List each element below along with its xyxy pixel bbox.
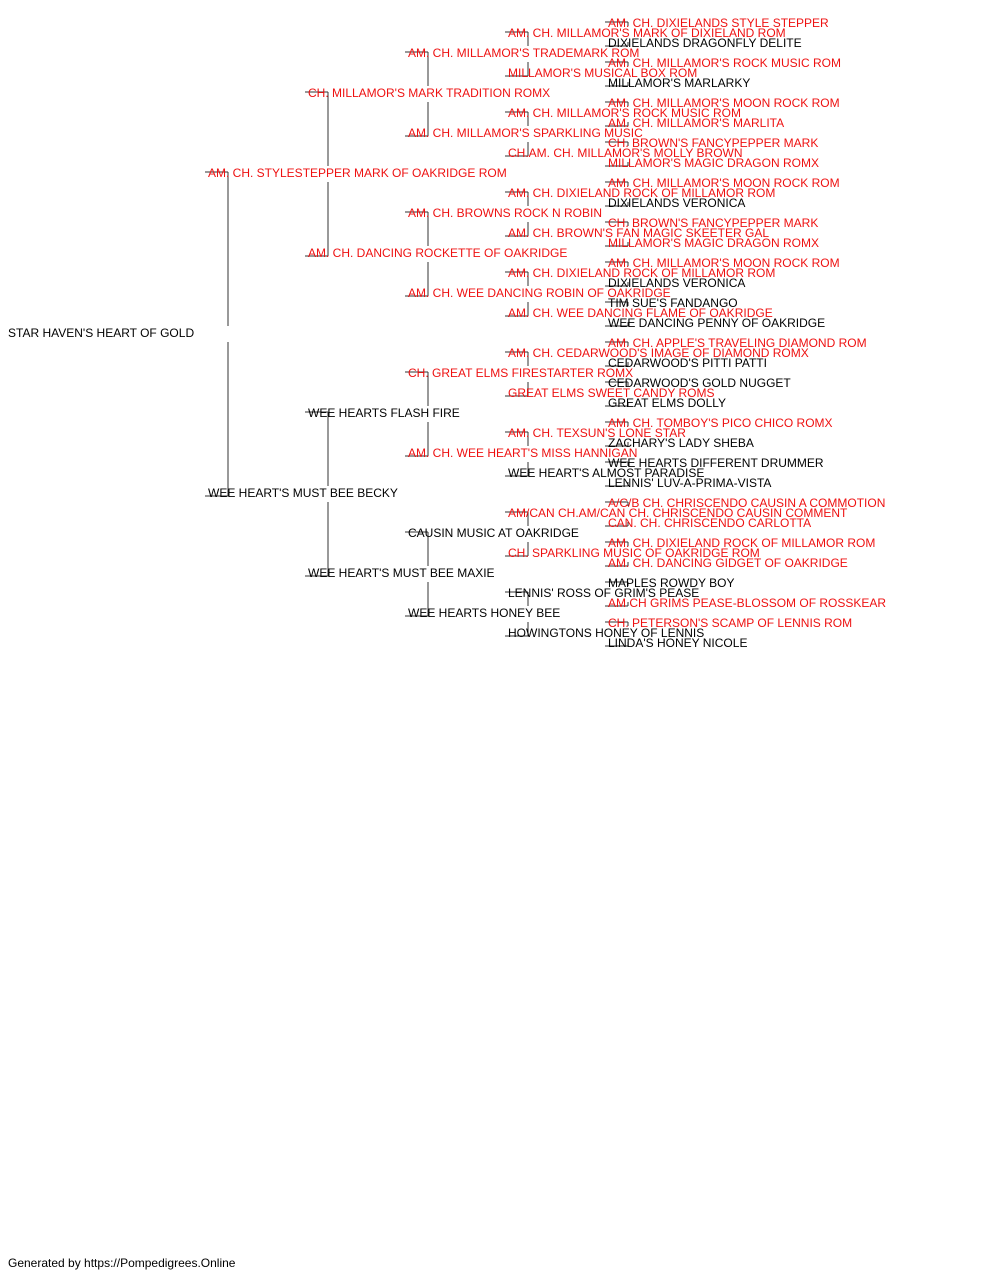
dog-name-gen-5: MAPLES ROWDY BOY	[608, 576, 734, 590]
dog-name-gen-4: AM. CH. DIXIELAND ROCK OF MILLAMOR ROM	[508, 266, 775, 280]
dog-name-gen-4: GREAT ELMS SWEET CANDY ROMS	[508, 386, 714, 400]
dog-name-gen-3: AM. CH. MILLAMOR'S SPARKLING MUSIC	[408, 126, 643, 140]
generated-by-footer: Generated by https://Pompedigrees.Online	[8, 1256, 236, 1270]
dog-name-gen-4: AM. CH. BROWN'S FAN MAGIC SKEETER GAL	[508, 226, 769, 240]
dog-name-gen-5: AM. CH. APPLE'S TRAVELING DIAMOND ROM	[608, 336, 867, 350]
dog-name-gen-5: AM. CH. DIXIELAND ROCK OF MILLAMOR ROM	[608, 536, 875, 550]
dog-name-gen-3: CH. GREAT ELMS FIRESTARTER ROMX	[408, 366, 633, 380]
dog-name-gen-1: WEE HEART'S MUST BEE BECKY	[208, 486, 398, 500]
dog-name-gen-5: AM. CH. MILLAMOR'S MARLITA	[608, 116, 784, 130]
dog-name-gen-3: WEE HEARTS HONEY BEE	[408, 606, 560, 620]
dog-name-gen-4: AM. CH. CEDARWOOD'S IMAGE OF DIAMOND ROM…	[508, 346, 809, 360]
dog-name-gen-4: AM. CH. MILLAMOR'S MARK OF DIXIELAND ROM	[508, 26, 786, 40]
dog-name-gen-4: CH. SPARKLING MUSIC OF OAKRIDGE ROM	[508, 546, 760, 560]
dog-name-gen-4: HOWINGTONS HONEY OF LENNIS	[508, 626, 704, 640]
dog-name-gen-4: AM/CAN CH.AM/CAN CH. CHRISCENDO CAUSIN C…	[508, 506, 848, 520]
dog-name-gen-5: CH. BROWN'S FANCYPEPPER MARK	[608, 216, 818, 230]
dog-name-gen-4: MILLAMOR'S MUSICAL BOX ROM	[508, 66, 697, 80]
dog-name-gen-5: AM. CH. MILLAMOR'S MOON ROCK ROM	[608, 96, 840, 110]
dog-name-gen-4: AM. CH. DIXIELAND ROCK OF MILLAMOR ROM	[508, 186, 775, 200]
dog-name-gen-4: WEE HEART'S ALMOST PARADISE	[508, 466, 704, 480]
dog-name-gen-5: AM CH GRIMS PEASE-BLOSSOM OF ROSSKEAR	[608, 596, 886, 610]
dog-name-gen-5: DIXIELANDS VERONICA	[608, 196, 745, 210]
dog-name-gen-5: CH. BROWN'S FANCYPEPPER MARK	[608, 136, 818, 150]
dog-name-gen-5: AM. CH. MILLAMOR'S MOON ROCK ROM	[608, 176, 840, 190]
dog-name-gen-5: ZACHARY'S LADY SHEBA	[608, 436, 754, 450]
dog-name-gen-5: MILLAMOR'S MAGIC DRAGON ROMX	[608, 236, 819, 250]
dog-name-gen-4: LENNIS' ROSS OF GRIM'S PEASE	[508, 586, 699, 600]
dog-name-gen-5: WEE DANCING PENNY OF OAKRIDGE	[608, 316, 825, 330]
dog-name-gen-5: DIXIELANDS VERONICA	[608, 276, 745, 290]
dog-name-gen-3: AM. CH. MILLAMOR'S TRADEMARK ROM	[408, 46, 639, 60]
dog-name-gen-5: MILLAMOR'S MAGIC DRAGON ROMX	[608, 156, 819, 170]
dog-name-gen-4: AM. CH. TEXSUN'S LONE STAR	[508, 426, 686, 440]
dog-name-gen-2: WEE HEART'S MUST BEE MAXIE	[308, 566, 495, 580]
dog-name-gen-2: WEE HEARTS FLASH FIRE	[308, 406, 460, 420]
dog-name-gen-5: WEE HEARTS DIFFERENT DRUMMER	[608, 456, 824, 470]
dog-name-gen-4: AM. CH. WEE DANCING FLAME OF OAKRIDGE	[508, 306, 773, 320]
dog-name-gen-5: LINDA'S HONEY NICOLE	[608, 636, 747, 650]
dog-name-gen-5: AM. CH. DANCING GIDGET OF OAKRIDGE	[608, 556, 848, 570]
dog-name-gen-4: AM. CH. MILLAMOR'S ROCK MUSIC ROM	[508, 106, 741, 120]
dog-name-gen-2: CH. MILLAMOR'S MARK TRADITION ROMX	[308, 86, 550, 100]
dog-name-gen-3: AM. CH. WEE DANCING ROBIN OF OAKRIDGE	[408, 286, 671, 300]
dog-name-gen-5: CAN. CH. CHRISCENDO CARLOTTA	[608, 516, 811, 530]
dog-name-gen-5: CH. PETERSON'S SCAMP OF LENNIS ROM	[608, 616, 852, 630]
dog-name-gen-1: AM. CH. STYLESTEPPER MARK OF OAKRIDGE RO…	[208, 166, 507, 180]
dog-name-gen-5: CEDARWOOD'S PITTI PATTI	[608, 356, 767, 370]
dog-name-gen-5: A/C/B CH. CHRISCENDO CAUSIN A COMMOTION	[608, 496, 885, 510]
dog-name-gen-5: TIM SUE'S FANDANGO	[608, 296, 738, 310]
dog-name-gen-3: AM. CH. BROWNS ROCK N ROBIN	[408, 206, 602, 220]
dog-name-gen-5: DIXIELANDS DRAGONFLY DELITE	[608, 36, 802, 50]
dog-name-gen-3: AM. CH. WEE HEART'S MISS HANNIGAN	[408, 446, 637, 460]
dog-name-gen-5: LENNIS' LUV-A-PRIMA-VISTA	[608, 476, 771, 490]
dog-name-gen-4: CH.AM. CH. MILLAMOR'S MOLLY BROWN	[508, 146, 743, 160]
dog-name-gen-2: AM. CH. DANCING ROCKETTE OF OAKRIDGE	[308, 246, 567, 260]
dog-name-gen-3: CAUSIN MUSIC AT OAKRIDGE	[408, 526, 579, 540]
dog-name-gen-5: AM. CH. MILLAMOR'S MOON ROCK ROM	[608, 256, 840, 270]
dog-name-gen-5: GREAT ELMS DOLLY	[608, 396, 726, 410]
dog-name-gen-5: AM. CH. TOMBOY'S PICO CHICO ROMX	[608, 416, 833, 430]
dog-name-gen-5: AM. CH. DIXIELANDS STYLE STEPPER	[608, 16, 829, 30]
dog-name-gen-5: AM. CH. MILLAMOR'S ROCK MUSIC ROM	[608, 56, 841, 70]
dog-name-gen-5: MILLAMOR'S MARLARKY	[608, 76, 750, 90]
dog-name-gen-5: CEDARWOOD'S GOLD NUGGET	[608, 376, 791, 390]
dog-name-gen-0: STAR HAVEN'S HEART OF GOLD	[8, 326, 194, 340]
